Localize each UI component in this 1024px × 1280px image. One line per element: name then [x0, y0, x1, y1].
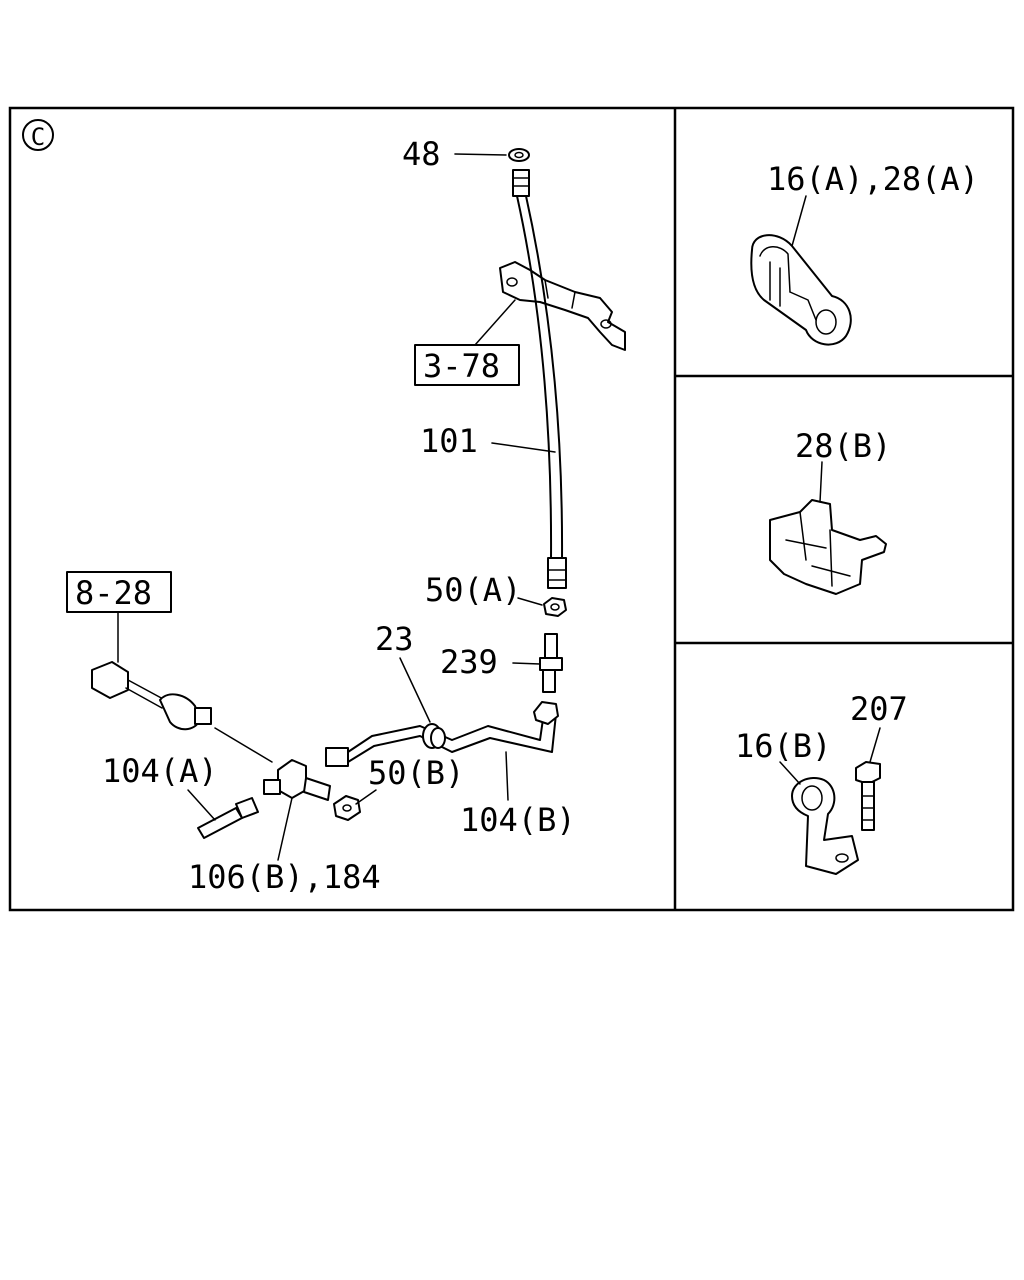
leader-16a-28a	[791, 195, 807, 247]
label-50b: 50(B)	[368, 754, 464, 792]
label-16b: 16(B)	[735, 727, 831, 765]
part-104a-pipe	[197, 797, 259, 839]
label-28b: 28(B)	[795, 427, 891, 465]
leader-207	[869, 727, 881, 763]
leader-23	[399, 657, 431, 723]
part-50b-nut	[333, 795, 361, 821]
part-50a-nut	[543, 597, 567, 617]
label-16a-28a: 16(A),28(A)	[767, 160, 979, 198]
part-16b-clip	[791, 777, 859, 875]
leader-101	[491, 442, 556, 453]
section-mark-letter: C	[31, 123, 45, 151]
label-48: 48	[402, 135, 441, 173]
leader-104a	[187, 789, 216, 821]
leader-104b	[505, 751, 509, 801]
label-207: 207	[850, 690, 908, 728]
leader-239	[512, 662, 541, 665]
leader-16b	[779, 761, 801, 785]
leader-8-28-to-tee	[214, 727, 273, 763]
section-mark: C	[22, 119, 54, 151]
part-207-bolt	[855, 761, 881, 831]
part-16a-28a-clip	[750, 234, 852, 346]
label-101: 101	[420, 422, 478, 460]
label-23: 23	[375, 620, 414, 658]
leader-106b	[277, 797, 293, 861]
label-8-28: 8-28	[75, 574, 152, 612]
ref-box-3-78	[414, 344, 520, 386]
part-3-78-bracket	[499, 261, 626, 351]
label-50a: 50(A)	[425, 571, 521, 609]
part-106b-tee	[263, 759, 331, 801]
label-106b-184: 106(B),184	[188, 858, 381, 896]
part-239-fitting	[539, 633, 563, 693]
label-104a: 104(A)	[102, 752, 218, 790]
part-28b-clip	[769, 499, 887, 595]
part-101-hose	[512, 169, 567, 589]
leader-50a	[517, 597, 543, 606]
label-104b: 104(B)	[460, 801, 576, 839]
part-104b-pipe	[325, 701, 559, 767]
main-frame	[8, 106, 1015, 912]
leader-50b	[355, 789, 377, 805]
leader-48	[454, 153, 507, 156]
label-239: 239	[440, 643, 498, 681]
part-23-grommet	[422, 723, 446, 749]
ref-box-8-28	[66, 571, 172, 613]
leader-3-78	[474, 299, 516, 346]
part-48-washer	[508, 148, 530, 162]
leader-28b	[819, 461, 823, 503]
part-8-28-sensor	[91, 661, 212, 731]
label-3-78: 3-78	[423, 347, 500, 385]
